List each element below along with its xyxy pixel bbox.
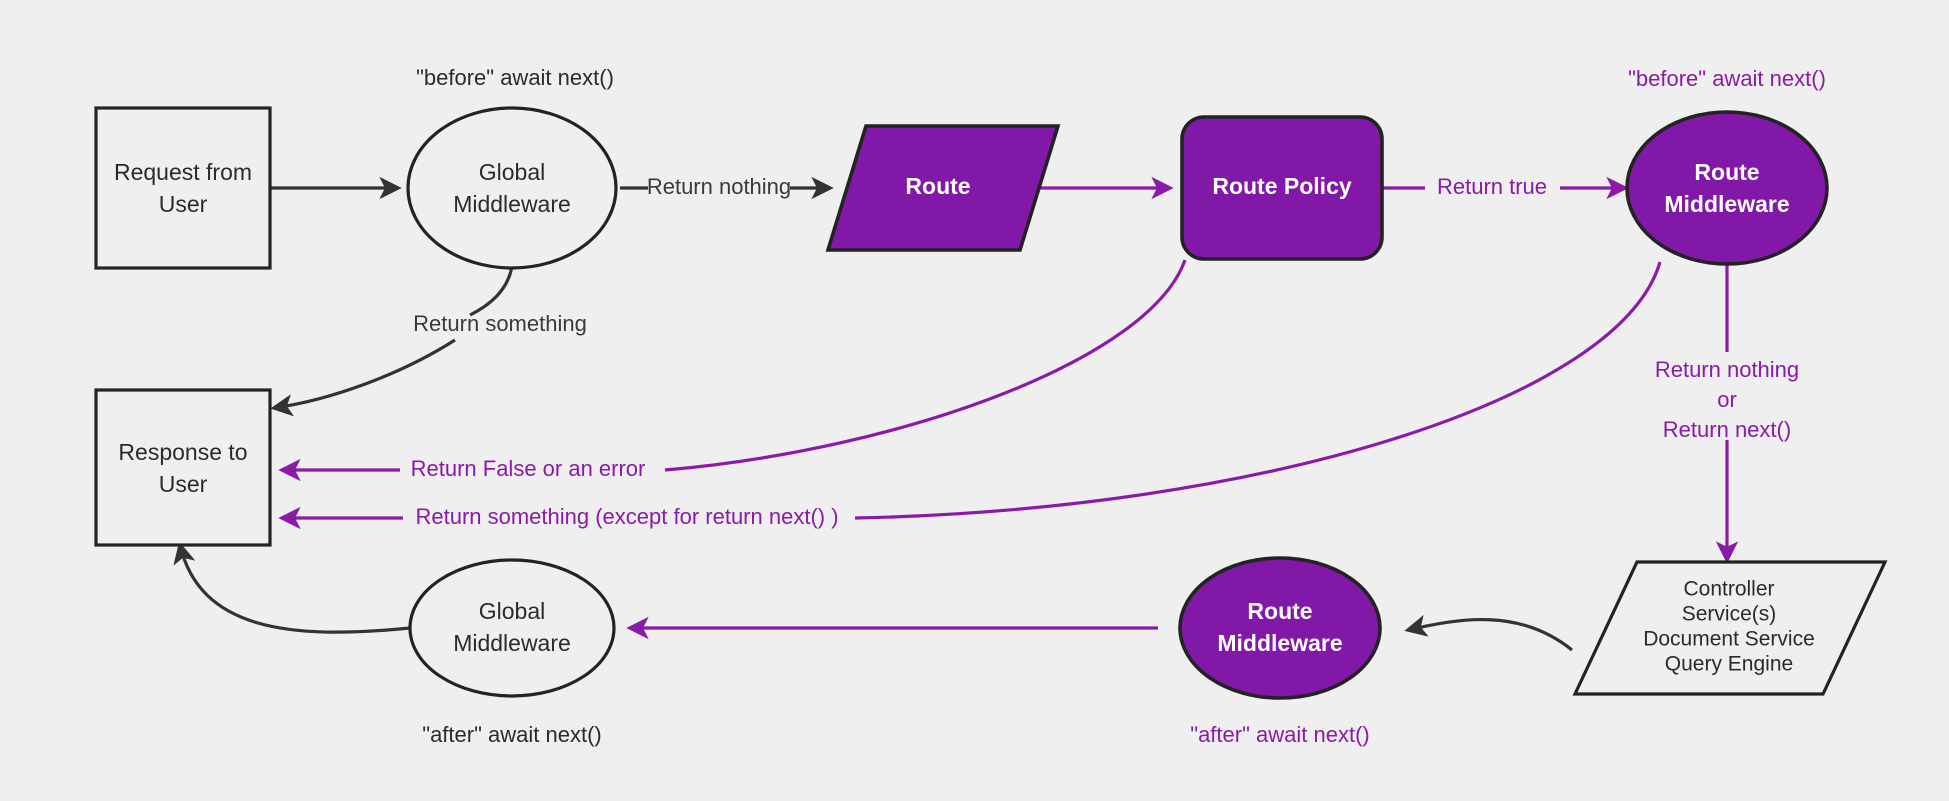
node-request-from-user[interactable]: Request from User [94, 106, 272, 270]
node-global-middleware-bottom[interactable]: Global Middleware [408, 558, 616, 698]
controller-services-line-4: Query Engine [1665, 653, 1793, 676]
request-from-user-shape [94, 106, 272, 270]
route-middleware-top-label-line2: Middleware [1664, 191, 1789, 217]
response-to-user-shape [94, 388, 272, 547]
response-to-user-label-line1: Response to [118, 439, 247, 465]
edge-label-return-something-to-response [270, 338, 456, 417]
node-global-middleware-top[interactable]: Global Middleware [406, 106, 618, 270]
edge-label-return-something: Return something [413, 311, 587, 336]
edge-label-return-nothing-or-line2: or [1717, 387, 1737, 412]
annotation-after-await-next-global: "after" await next() [422, 722, 601, 747]
edge-label-return-nothing-or-line3: Return next() [1663, 417, 1791, 442]
controller-services-shape [1572, 560, 1888, 696]
edge-global-middleware-bottom-to-response [173, 541, 411, 634]
global-middleware-bottom-label-line1: Global [479, 598, 545, 624]
request-from-user-label-line1: Request from [114, 159, 252, 185]
global-middleware-top-shape [406, 106, 618, 270]
controller-services-line-1: Controller [1683, 578, 1774, 601]
edge-label-return-true: Return true [1437, 174, 1547, 199]
controller-services-line-3: Document Service [1643, 628, 1815, 651]
route-middleware-top-label-line1: Route [1694, 159, 1759, 185]
response-to-user-label-line2: User [159, 471, 208, 497]
annotation-after-await-next-route: "after" await next() [1190, 722, 1369, 747]
route-policy-shape [1180, 115, 1384, 261]
route-middleware-top-shape [1625, 110, 1829, 266]
route-label: Route [905, 173, 970, 199]
node-route-middleware-bottom[interactable]: Route Middleware [1178, 556, 1382, 700]
global-middleware-bottom-shape [408, 558, 616, 698]
edge-label-return-nothing-or-line1: Return nothing [1655, 357, 1799, 382]
route-middleware-bottom-shape [1178, 556, 1382, 700]
edge-label-return-nothing: Return nothing [647, 174, 791, 199]
route-policy-label: Route Policy [1212, 173, 1352, 199]
route-shape [825, 124, 1061, 252]
node-controller-services[interactable]: Controller Service(s) Document Service Q… [1572, 560, 1888, 696]
global-middleware-bottom-label-line2: Middleware [453, 630, 571, 656]
request-from-user-label-line2: User [159, 191, 208, 217]
route-middleware-bottom-label-line1: Route [1247, 598, 1312, 624]
annotation-before-await-next-global: "before" await next() [416, 65, 614, 90]
edge-route-middleware-to-label-return-something-except [854, 261, 1662, 520]
annotation-before-await-next-route: "before" await next() [1628, 66, 1826, 91]
node-route-policy[interactable]: Route Policy [1180, 115, 1384, 261]
global-middleware-top-label-line2: Middleware [453, 191, 571, 217]
node-route-middleware-top[interactable]: Route Middleware [1625, 110, 1829, 266]
global-middleware-top-label-line1: Global [479, 159, 545, 185]
edge-controller-to-route-middleware-bottom [1404, 614, 1574, 652]
route-middleware-bottom-label-line2: Middleware [1217, 630, 1342, 656]
node-route[interactable]: Route [825, 124, 1061, 252]
edge-label-return-something-except: Return something (except for return next… [415, 504, 838, 529]
edge-label-return-false-or-error: Return False or an error [411, 456, 646, 481]
node-response-to-user[interactable]: Response to User [94, 388, 272, 547]
edge-route-policy-to-label-return-false [664, 259, 1187, 472]
controller-services-line-2: Service(s) [1682, 603, 1777, 626]
